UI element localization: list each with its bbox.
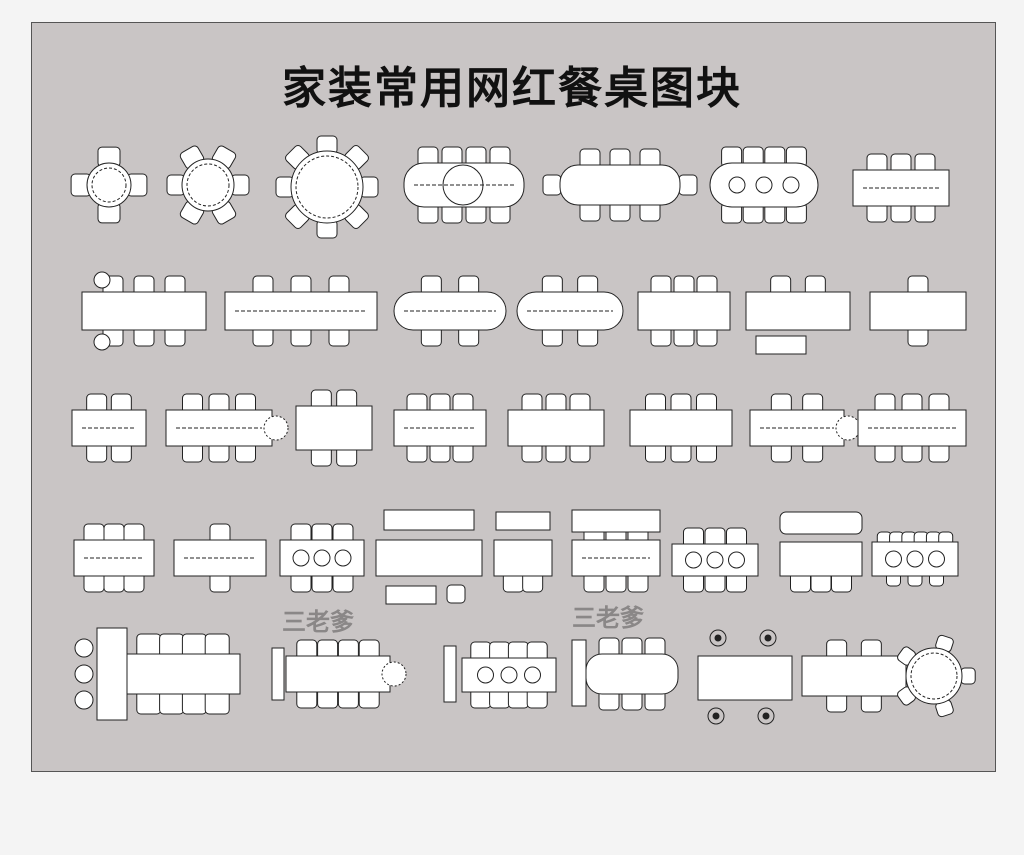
plate xyxy=(707,552,723,568)
table xyxy=(560,165,680,205)
round-table xyxy=(87,163,131,207)
plant xyxy=(382,662,406,686)
bench xyxy=(572,640,586,706)
round-table xyxy=(291,151,363,223)
chair xyxy=(447,585,465,603)
chair xyxy=(679,175,697,195)
plate xyxy=(293,550,309,566)
pendant-lamp xyxy=(763,713,769,719)
watermark: 三老爹 xyxy=(282,608,354,636)
stool xyxy=(75,639,93,657)
chair xyxy=(961,668,975,684)
sofa xyxy=(384,510,474,530)
stool xyxy=(75,665,93,683)
plate xyxy=(335,550,351,566)
bench xyxy=(97,628,127,720)
pendant-lamp xyxy=(713,713,719,719)
table xyxy=(126,654,240,694)
sofa xyxy=(780,512,862,534)
table xyxy=(638,292,730,330)
pendant-lamp xyxy=(765,635,771,641)
plate xyxy=(886,551,902,567)
pendant-lamp xyxy=(715,635,721,641)
table-inner xyxy=(296,156,358,218)
plant xyxy=(264,416,288,440)
table-detail xyxy=(443,165,483,205)
chair xyxy=(543,175,561,195)
plate xyxy=(729,552,745,568)
bench xyxy=(444,646,456,702)
table xyxy=(82,292,206,330)
plate xyxy=(929,551,945,567)
table xyxy=(508,410,604,446)
table xyxy=(494,540,552,576)
pendant-lamp xyxy=(708,708,724,724)
table xyxy=(586,654,678,694)
sofa xyxy=(496,512,550,530)
bench xyxy=(272,648,284,700)
pendant-lamp xyxy=(758,708,774,724)
sofa xyxy=(572,510,660,532)
plant xyxy=(836,416,860,440)
pendant-lamp xyxy=(710,630,726,646)
table xyxy=(780,542,862,576)
table xyxy=(630,410,732,446)
bench xyxy=(386,586,436,604)
stool xyxy=(94,272,110,288)
stool xyxy=(94,334,110,350)
table xyxy=(286,656,390,692)
table xyxy=(746,292,850,330)
plate xyxy=(907,551,923,567)
round-table xyxy=(906,648,962,704)
plate xyxy=(783,177,799,193)
table-inner xyxy=(187,164,229,206)
bench xyxy=(756,336,806,354)
wood-table xyxy=(698,656,792,700)
table xyxy=(802,656,906,696)
table xyxy=(870,292,966,330)
watermark: 三老爹 xyxy=(572,604,644,632)
plate xyxy=(478,667,494,683)
plate xyxy=(756,177,772,193)
table-inner xyxy=(911,653,957,699)
pendant-lamp xyxy=(760,630,776,646)
plate xyxy=(501,667,517,683)
plate xyxy=(525,667,541,683)
page-title: 家装常用网红餐桌图块 xyxy=(282,63,742,114)
stool xyxy=(75,691,93,709)
plate xyxy=(686,552,702,568)
table-inner xyxy=(92,168,126,202)
plate xyxy=(729,177,745,193)
plate xyxy=(314,550,330,566)
round-table xyxy=(182,159,234,211)
table xyxy=(376,540,482,576)
table xyxy=(296,406,372,450)
